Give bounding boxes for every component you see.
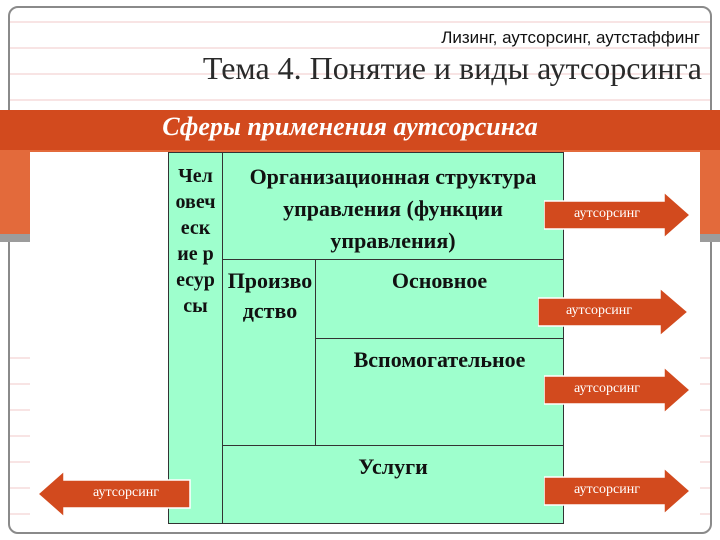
services-label: Услуги (358, 454, 428, 479)
arrow-label-4: аутсорсинг (574, 482, 640, 497)
main-label: Основное (391, 268, 488, 293)
arrow-right-3 (544, 366, 692, 414)
org-structure-label: Организационная структура управления (фу… (249, 164, 537, 253)
cell-auxiliary: Вспомогательное (315, 338, 564, 446)
arrow-right-4 (544, 467, 692, 515)
arrow-label-5: аутсорсинг (93, 485, 159, 500)
arrow-right-2 (538, 287, 690, 337)
cell-production: Производство (222, 259, 316, 446)
cell-services: Услуги (222, 445, 564, 524)
cell-main: Основное (315, 259, 564, 339)
title-band (0, 110, 720, 150)
arrow-label-1: аутсорсинг (574, 206, 640, 221)
slide-title: Тема 4. Понятие и виды аутсорсинга (202, 50, 702, 86)
arrow-label-2: аутсорсинг (566, 303, 632, 318)
cell-human-resources: Человеческие ресурсы (168, 152, 223, 524)
arrow-right-1 (544, 191, 692, 239)
arrow-left-1 (36, 470, 191, 518)
cell-org-structure: Организационная структура управления (фу… (222, 152, 564, 260)
slide-subtitle: Лизинг, аутсорсинг, аутстаффинг (441, 28, 700, 47)
arrow-label-3: аутсорсинг (574, 381, 640, 396)
production-label: Производство (227, 268, 313, 323)
human-resources-label: Человеческие ресурсы (175, 165, 216, 317)
auxiliary-label: Вспомогательное (353, 347, 526, 372)
section-title: Сферы применения аутсорсинга (162, 112, 538, 141)
